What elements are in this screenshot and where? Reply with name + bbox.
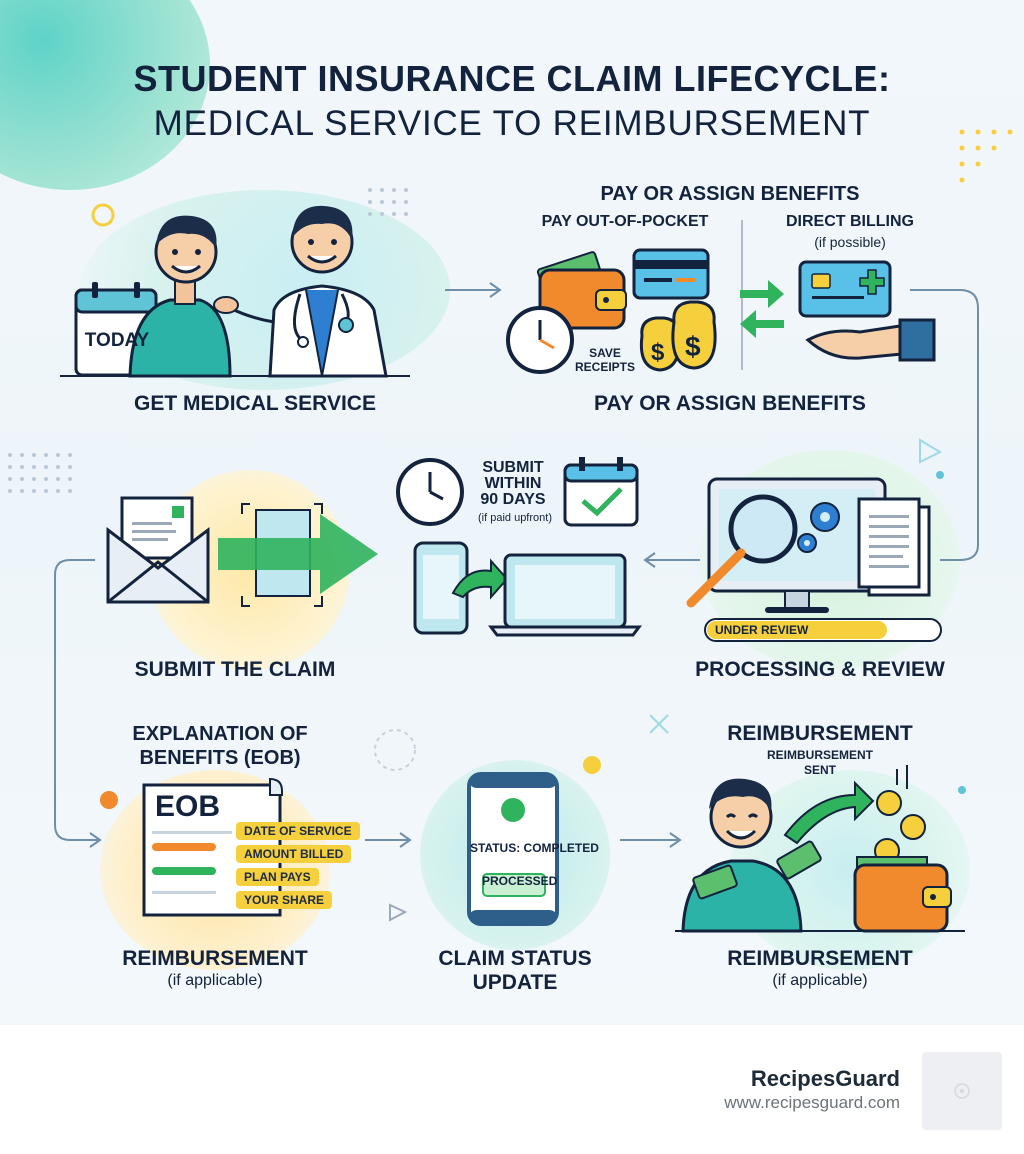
insurance-card-icon xyxy=(798,260,892,318)
calendar-check-icon xyxy=(563,457,639,527)
clock-icon xyxy=(506,306,574,374)
submit-deadline-note: (if paid upfront) xyxy=(478,512,552,524)
open-hand-icon xyxy=(805,318,936,362)
reimbursement-wallet-icon xyxy=(853,856,952,933)
reimburse-sent-text: REIMBURSEMENT SENT xyxy=(766,748,873,777)
step-medical-label: GET MEDICAL SERVICE xyxy=(134,392,376,415)
submit-claim-illustration xyxy=(106,496,378,607)
footer-url[interactable]: www.recipesguard.com xyxy=(724,1093,900,1112)
footer xyxy=(0,1025,1024,1154)
magnifier-icon xyxy=(686,494,798,608)
document-stack-icon xyxy=(857,497,931,597)
page-title: STUDENT INSURANCE CLAIM LIFECYCLE: xyxy=(133,58,891,99)
infographic-canvas: STUDENT INSURANCE CLAIM LIFECYCLE: MEDIC… xyxy=(0,0,1024,1025)
medical-service-illustration xyxy=(60,205,410,378)
step-eob-label: REIMBURSEMENT xyxy=(122,947,308,970)
student-figure xyxy=(681,778,822,933)
send-arrow-icon xyxy=(218,514,378,594)
step-processing-label: PROCESSING & REVIEW xyxy=(695,658,945,681)
step-eob-note: (if applicable) xyxy=(167,972,263,989)
arrow-pay-to-processing xyxy=(910,289,979,561)
pay-heading: PAY OR ASSIGN BENEFITS xyxy=(600,183,860,205)
submit-deadline-illustration xyxy=(396,457,642,637)
step-reimburse-note: (if applicable) xyxy=(772,972,868,989)
processing-illustration xyxy=(686,477,942,642)
save-receipts-label: SAVE RECEIPTS xyxy=(565,346,645,374)
eob-item-plan-pays: PLAN PAYS xyxy=(236,868,319,886)
calendar-today-text: TODAY xyxy=(84,330,150,351)
gear-icon xyxy=(797,502,840,553)
flow-connectors xyxy=(8,129,1013,922)
status-completed-text: STATUS: COMPLETED xyxy=(470,841,599,855)
pay-out-of-pocket-label: PAY OUT-OF-POCKET xyxy=(541,213,709,230)
doctor-figure xyxy=(213,205,388,378)
step-status-label: CLAIM STATUS UPDATE xyxy=(438,947,592,994)
deadline-clock-icon xyxy=(396,458,464,526)
smartphone-icon xyxy=(413,541,469,635)
patient-figure xyxy=(128,215,232,378)
eob-item-amount-billed: AMOUNT BILLED xyxy=(236,845,352,863)
pay-options-illustration: $ $ xyxy=(506,220,936,374)
submit-deadline-text: SUBMIT WITHIN 90 DAYS xyxy=(480,459,546,508)
money-bags-icon: $ $ xyxy=(639,300,717,372)
direct-billing-note: (if possible) xyxy=(814,234,886,250)
step-submit-label: SUBMIT THE CLAIM xyxy=(134,658,336,681)
logo-icon xyxy=(954,1083,970,1099)
step-pay-label: PAY OR ASSIGN BENEFITS xyxy=(594,392,866,415)
coins-icon xyxy=(874,765,926,864)
payment-arrow-icon xyxy=(783,780,875,845)
direct-billing-label: DIRECT BILLING xyxy=(786,213,914,230)
envelope-icon xyxy=(106,496,210,604)
status-under-review: UNDER REVIEW xyxy=(715,623,809,637)
arrow-submit-to-eob xyxy=(54,559,100,841)
status-processed-badge: PROCESSED xyxy=(482,874,558,888)
page-subtitle: MEDICAL SERVICE TO REIMBURSEMENT xyxy=(153,104,871,143)
eob-items: DATE OF SERVICE AMOUNT BILLED PLAN PAYS … xyxy=(236,822,366,909)
eob-doc-title: EOB xyxy=(155,790,221,823)
svg-text:$: $ xyxy=(651,339,665,366)
reimbursement-illustration xyxy=(675,765,965,933)
laptop-icon xyxy=(488,553,642,637)
credit-card-icon xyxy=(632,248,710,300)
footer-logo xyxy=(922,1052,1002,1130)
eob-item-date-of-service: DATE OF SERVICE xyxy=(236,822,360,840)
step-reimburse-label: REIMBURSEMENT xyxy=(727,947,913,970)
eob-heading: EXPLANATION OF BENEFITS (EOB) xyxy=(132,723,308,769)
status-phone-icon xyxy=(467,772,559,926)
save-receipts-text: SAVE RECEIPTS xyxy=(574,346,635,374)
transfer-arrow-icon xyxy=(451,558,509,600)
footer-brand: RecipesGuard xyxy=(750,1066,900,1091)
review-progress-bar xyxy=(704,618,942,642)
exchange-arrows-icon xyxy=(740,280,784,338)
svg-text:$: $ xyxy=(685,331,701,362)
reimburse-heading: REIMBURSEMENT xyxy=(727,722,913,745)
claim-status-illustration xyxy=(467,772,559,926)
eob-item-your-share: YOUR SHARE xyxy=(236,891,333,909)
